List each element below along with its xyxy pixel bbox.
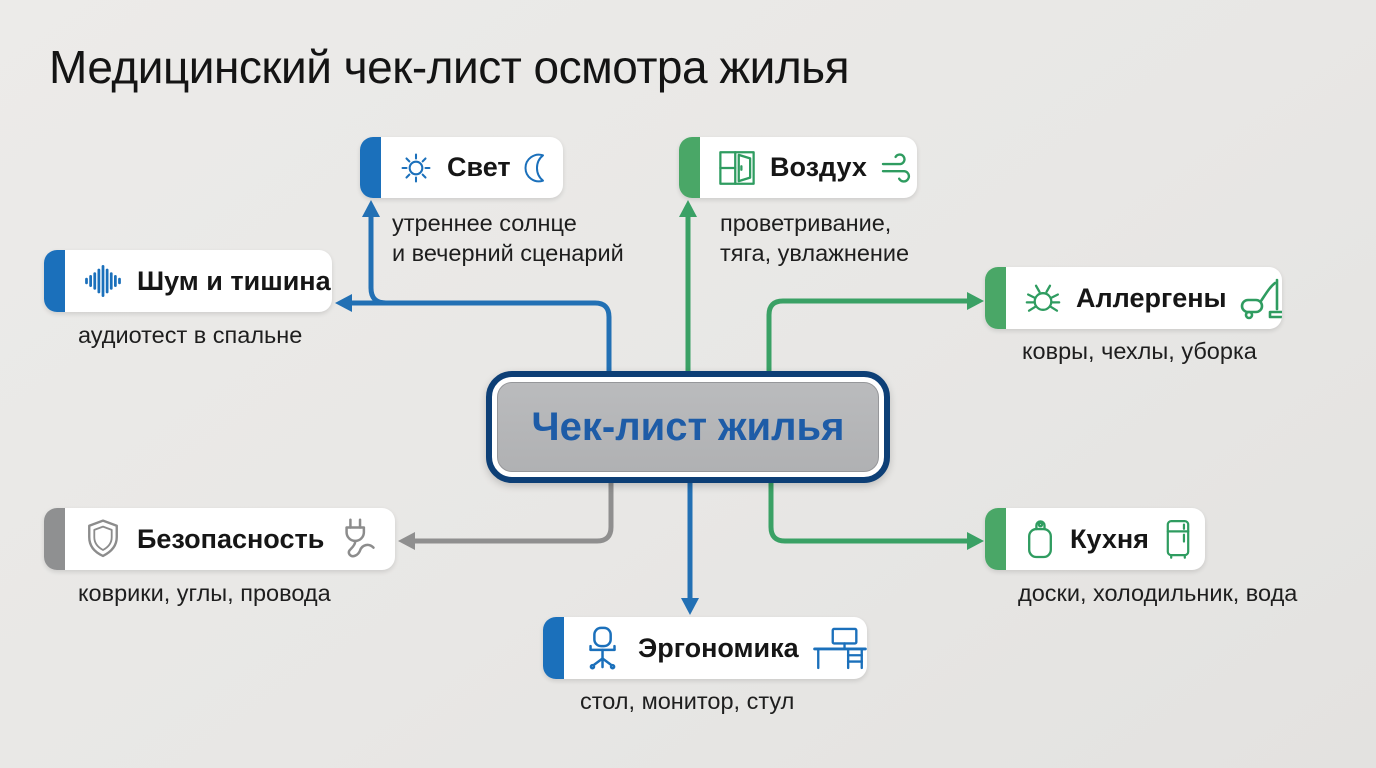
window-icon <box>716 147 758 189</box>
central-node-label: Чек-лист жилья <box>531 404 845 449</box>
page-title: Медицинский чек-лист осмотра жилья <box>49 41 850 93</box>
node-noise: Шум и тишина <box>44 250 332 312</box>
connector-safety <box>398 478 614 550</box>
node-allergens-tab <box>985 267 1006 329</box>
moon-icon <box>523 152 555 184</box>
central-node: Чек-лист жилья <box>486 371 890 483</box>
node-air-tab <box>679 137 700 198</box>
node-safety-label: Безопасность <box>137 523 325 554</box>
office-chair-icon <box>580 625 626 671</box>
connector-kitchen <box>768 478 984 550</box>
node-allergens: Аллергены <box>985 267 1282 329</box>
node-noise-label: Шум и тишина <box>137 265 331 296</box>
node-light-tab <box>360 137 381 198</box>
node-ergonomics: Эргономика <box>543 617 867 679</box>
connector-noise <box>335 294 612 377</box>
plug-icon <box>336 516 386 562</box>
waveform-icon <box>81 259 125 303</box>
node-ergonomics-tab <box>543 617 564 679</box>
node-kitchen: Кухня <box>985 508 1205 570</box>
node-air: Воздух <box>679 137 917 198</box>
node-safety: Безопасность <box>44 508 395 570</box>
cutting-board-icon <box>1022 517 1058 561</box>
note-air: проветривание, тяга, увлажнение <box>720 210 910 266</box>
note-safety: коврики, углы, провода <box>78 580 331 606</box>
sun-icon <box>397 149 435 187</box>
node-kitchen-label: Кухня <box>1070 523 1149 554</box>
node-light-label: Свет <box>447 152 511 182</box>
mite-icon <box>1022 277 1064 319</box>
node-air-label: Воздух <box>770 152 867 182</box>
node-noise-tab <box>44 250 65 312</box>
fridge-icon <box>1161 517 1195 561</box>
connector-ergonomics <box>681 478 699 615</box>
wind-icon <box>879 149 917 187</box>
desk-monitor-icon <box>811 626 867 670</box>
shield-icon <box>81 517 125 561</box>
central-node-panel: Чек-лист жилья <box>497 382 879 472</box>
node-ergonomics-label: Эргономика <box>638 632 799 663</box>
note-light: утреннее солнце и вечерний сценарий <box>392 210 624 266</box>
connector-light <box>362 200 389 306</box>
vacuum-icon <box>1239 275 1282 321</box>
node-safety-tab <box>44 508 65 570</box>
connector-air <box>679 200 697 377</box>
note-noise: аудиотест в спальне <box>78 322 303 348</box>
note-kitchen: доски, холодильник, вода <box>1018 580 1298 606</box>
node-kitchen-tab <box>985 508 1006 570</box>
connector-allergens <box>766 292 984 377</box>
note-allergens: ковры, чехлы, уборка <box>1022 338 1257 364</box>
node-light: Свет <box>360 137 563 198</box>
note-ergonomics: стол, монитор, стул <box>580 688 795 714</box>
node-allergens-label: Аллергены <box>1076 282 1227 313</box>
